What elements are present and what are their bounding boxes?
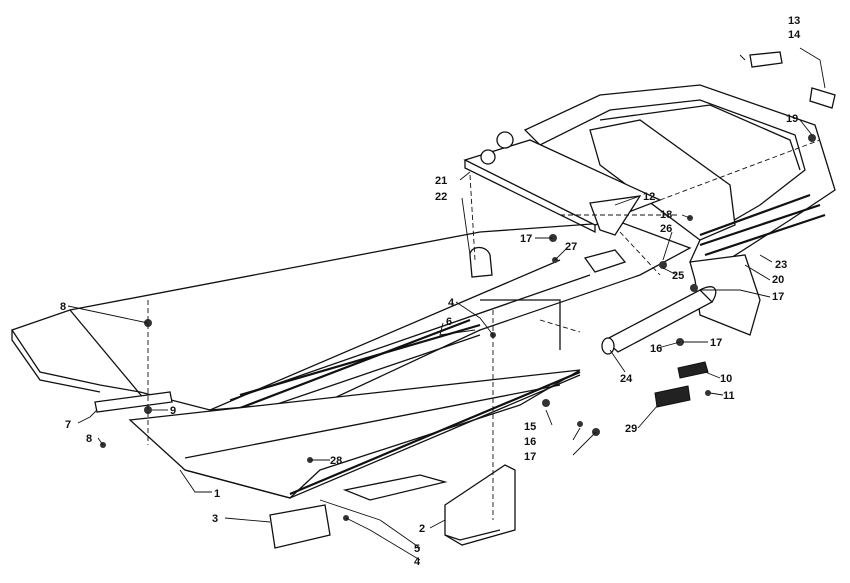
leader-lines — [67, 47, 826, 561]
callout-24: 24 — [620, 373, 633, 385]
callout-8-bottom: 8 — [86, 433, 92, 445]
floor-panel — [10, 221, 692, 416]
callout-26: 26 — [660, 223, 672, 235]
callout-25: 25 — [672, 270, 684, 282]
callout-11: 11 — [723, 390, 735, 402]
plate-3 — [269, 504, 331, 549]
hardware — [100, 134, 816, 521]
rear-bracket-2 — [444, 464, 516, 546]
callout-12: 12 — [643, 191, 655, 203]
assembly-lines — [147, 139, 821, 520]
skid-plate-5 — [342, 474, 448, 501]
callout-1: 1 — [214, 488, 220, 500]
callout-9: 9 — [170, 405, 176, 417]
callout-23: 23 — [775, 259, 787, 271]
callout-labels: 1 2 3 4 4 5 6 7 8 8 9 10 11 12 13 14 15 … — [60, 15, 801, 568]
callout-19: 19 — [786, 113, 798, 125]
callout-29: 29 — [625, 423, 637, 435]
guard-22 — [469, 246, 493, 278]
callout-13: 13 — [788, 15, 800, 27]
callout-27: 27 — [565, 241, 577, 253]
callout-17-right: 17 — [710, 337, 722, 349]
reflector-29 — [654, 385, 691, 408]
callout-14: 14 — [788, 29, 801, 41]
tail-pipe — [601, 286, 717, 355]
callout-18: 18 — [660, 209, 672, 221]
callout-10: 10 — [720, 373, 732, 385]
callout-7: 7 — [65, 419, 71, 431]
callout-2: 2 — [419, 523, 425, 535]
callout-17-bottom: 17 — [524, 451, 536, 463]
callout-16-right: 16 — [650, 343, 662, 355]
lower-side-panel — [128, 369, 581, 499]
callout-17-bumper: 17 — [772, 291, 784, 303]
bracket-27 — [583, 249, 627, 273]
rear-bumper-assembly — [523, 84, 836, 336]
bracket-7 — [94, 391, 173, 413]
callout-6: 6 — [446, 316, 452, 328]
callout-28: 28 — [330, 455, 342, 467]
callout-3: 3 — [212, 513, 218, 525]
decal-13 — [749, 51, 783, 68]
callout-5: 5 — [414, 543, 420, 555]
callout-8-top: 8 — [60, 301, 66, 313]
callout-4-top: 4 — [448, 297, 455, 309]
callout-20: 20 — [772, 274, 784, 286]
reflector-10 — [677, 361, 709, 379]
callout-16-left: 16 — [524, 436, 536, 448]
bracket-12 — [589, 195, 642, 236]
callout-22: 22 — [435, 191, 447, 203]
callout-21: 21 — [435, 175, 447, 187]
decal-14 — [809, 87, 836, 109]
callout-17-left: 17 — [520, 233, 532, 245]
callout-4-bottom: 4 — [414, 556, 421, 568]
callout-15: 15 — [524, 421, 536, 433]
